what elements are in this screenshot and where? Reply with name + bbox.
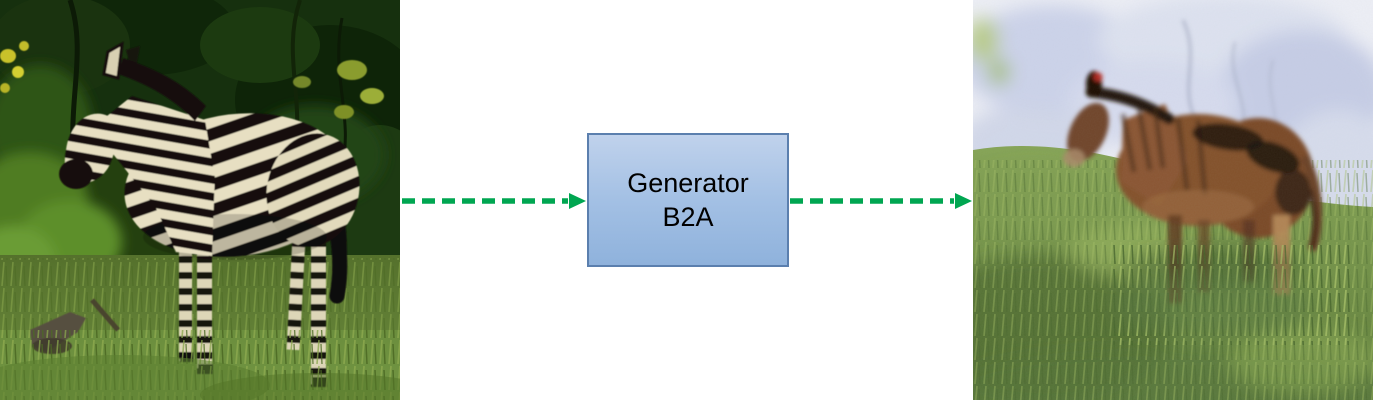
generator-label-line2: B2A — [662, 202, 714, 232]
generator-label-line1: Generator — [627, 168, 749, 198]
generator-b2a-node: Generator B2A — [587, 133, 789, 267]
arrow-input-to-generator — [400, 188, 587, 214]
input-image-zebra — [0, 0, 400, 400]
output-image-generated-horse — [973, 0, 1373, 400]
dashed-arrow-icon — [402, 193, 586, 209]
dashed-arrow-icon — [790, 193, 972, 209]
zebra-photo-illustration — [0, 0, 400, 400]
generated-horse-illustration — [973, 0, 1373, 400]
arrow-generator-to-output — [789, 188, 973, 214]
